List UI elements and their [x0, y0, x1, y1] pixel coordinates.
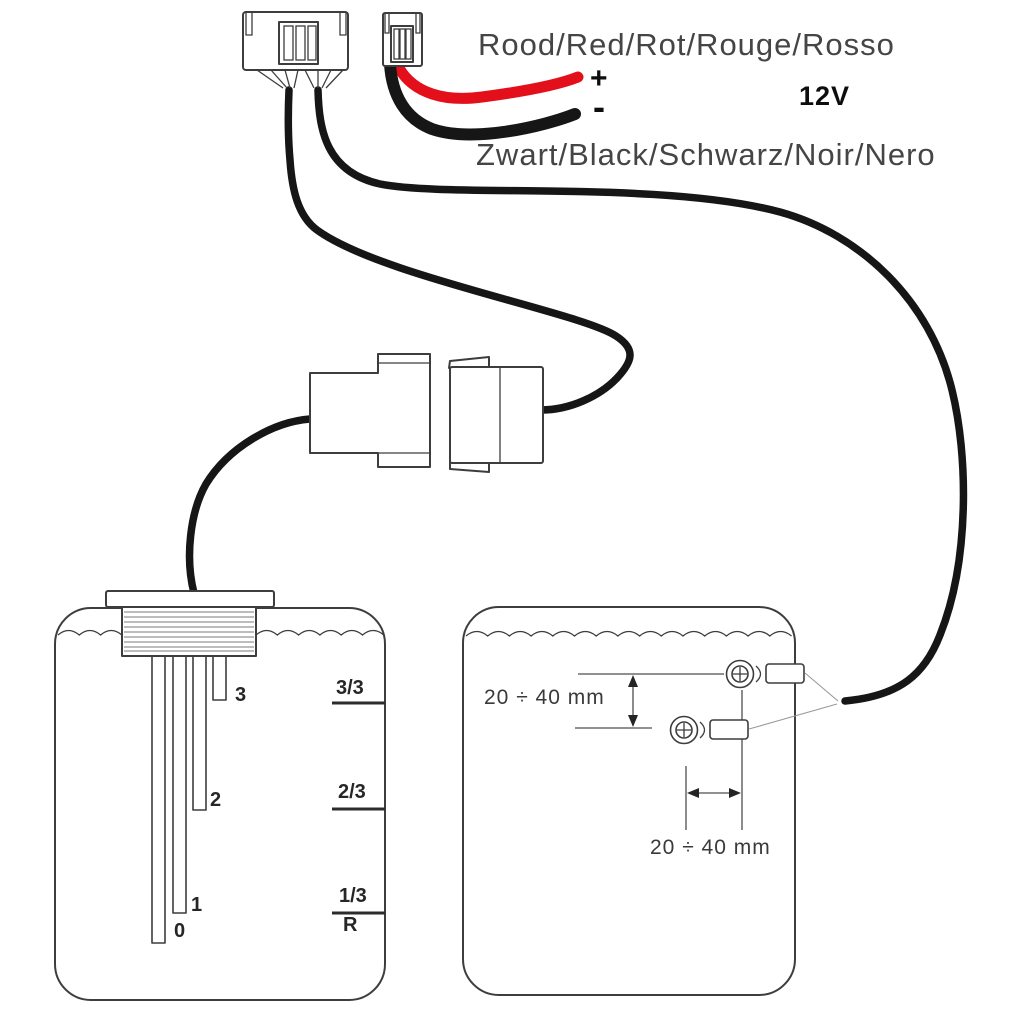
horizontal-dim-arrow-left: [687, 788, 699, 798]
screw-cross: [677, 723, 691, 737]
level-label-2-3: 2/3: [338, 781, 366, 803]
probe-label-2: 2: [210, 789, 222, 811]
probe-rod-2: [192, 647, 207, 811]
red-wire-label: Rood/Red/Rot/Rouge/Rosso: [478, 27, 895, 62]
inline-male-body: [309, 353, 431, 468]
main-connector-pin: [295, 25, 306, 61]
main-connector-pin: [307, 25, 317, 61]
horizontal-dim-arrow-right: [729, 788, 741, 798]
screw-cross: [733, 667, 747, 681]
power-plug-pin-block: [390, 25, 414, 63]
vertical-dim-arrow-up: [628, 675, 638, 687]
tank-electrode-wire: [314, 86, 968, 705]
horizontal-dimension-label: 20 ÷ 40 mm: [650, 836, 771, 859]
screw-terminal-lower: [669, 715, 749, 745]
sensor-flange: [105, 590, 275, 608]
inline-connector-male: [309, 353, 431, 468]
screw-head-inner: [675, 721, 693, 739]
interconnect-wire: [284, 86, 634, 414]
main-connector-pin: [283, 25, 294, 61]
sensor-thread-hatch: [124, 611, 254, 652]
right-tank-liquid-line: [465, 630, 792, 637]
level-marks: [332, 701, 385, 915]
level-label-3-3: 3/3: [336, 677, 364, 699]
main-connector-right-notch: [339, 13, 347, 36]
power-plug-pin: [393, 28, 400, 60]
sensor-wire: [185, 415, 314, 597]
horizontal-dim-extension-lines: [685, 690, 743, 830]
inline-connector-female: [448, 356, 544, 473]
screw-head-outer: [725, 659, 755, 689]
screw-head-outer: [669, 715, 699, 745]
wire-leader-lines: [748, 672, 839, 730]
probe-rod-1: [172, 647, 187, 914]
main-connector-wire-funnels: [256, 69, 344, 89]
power-plug-connector: [382, 12, 423, 67]
screw-head-inner: [731, 665, 749, 683]
plus-sign: +: [590, 62, 608, 95]
red-power-wire: [393, 62, 584, 104]
crimp-sleeve: [765, 663, 805, 684]
voltage-label: 12V: [799, 81, 851, 111]
wires: [185, 58, 968, 705]
black-power-wire: [384, 58, 581, 141]
level-label-r: R: [343, 914, 358, 936]
inline-male-ridges: [378, 362, 430, 454]
left-tank: [54, 590, 386, 1001]
probe-label-1: 1: [191, 894, 203, 916]
left-tank-liquid-line: [57, 629, 385, 636]
right-tank: [462, 606, 839, 996]
probe-label-0: 0: [174, 920, 186, 942]
crimp-sleeve: [709, 719, 749, 740]
level-label-1-3: 1/3: [339, 885, 367, 907]
probe-rod-0: [151, 647, 166, 944]
vertical-dim-arrow-down: [628, 715, 638, 727]
screw-terminal-upper: [725, 659, 805, 689]
vertical-dimension-label: 20 ÷ 40 mm: [484, 686, 605, 709]
inline-female-body: [449, 366, 544, 464]
sensor-threaded-body: [121, 605, 257, 657]
power-plug-pin: [405, 28, 412, 60]
main-connector: [242, 11, 349, 89]
vertical-dim-extension-lines: [575, 673, 724, 729]
probe-label-3: 3: [235, 684, 247, 706]
main-connector-left-notch: [245, 13, 253, 36]
minus-sign: -: [593, 86, 605, 127]
main-connector-pin-block: [278, 21, 319, 65]
ring-terminal-throat: [699, 721, 706, 739]
power-plug-pin: [399, 28, 406, 60]
right-tank-outline: [462, 606, 796, 996]
black-wire-label: Zwart/Black/Schwarz/Noir/Nero: [476, 137, 936, 172]
power-plug-right-notch: [415, 14, 421, 34]
power-plug-left-notch: [384, 14, 390, 34]
ring-terminal-throat: [755, 665, 762, 683]
